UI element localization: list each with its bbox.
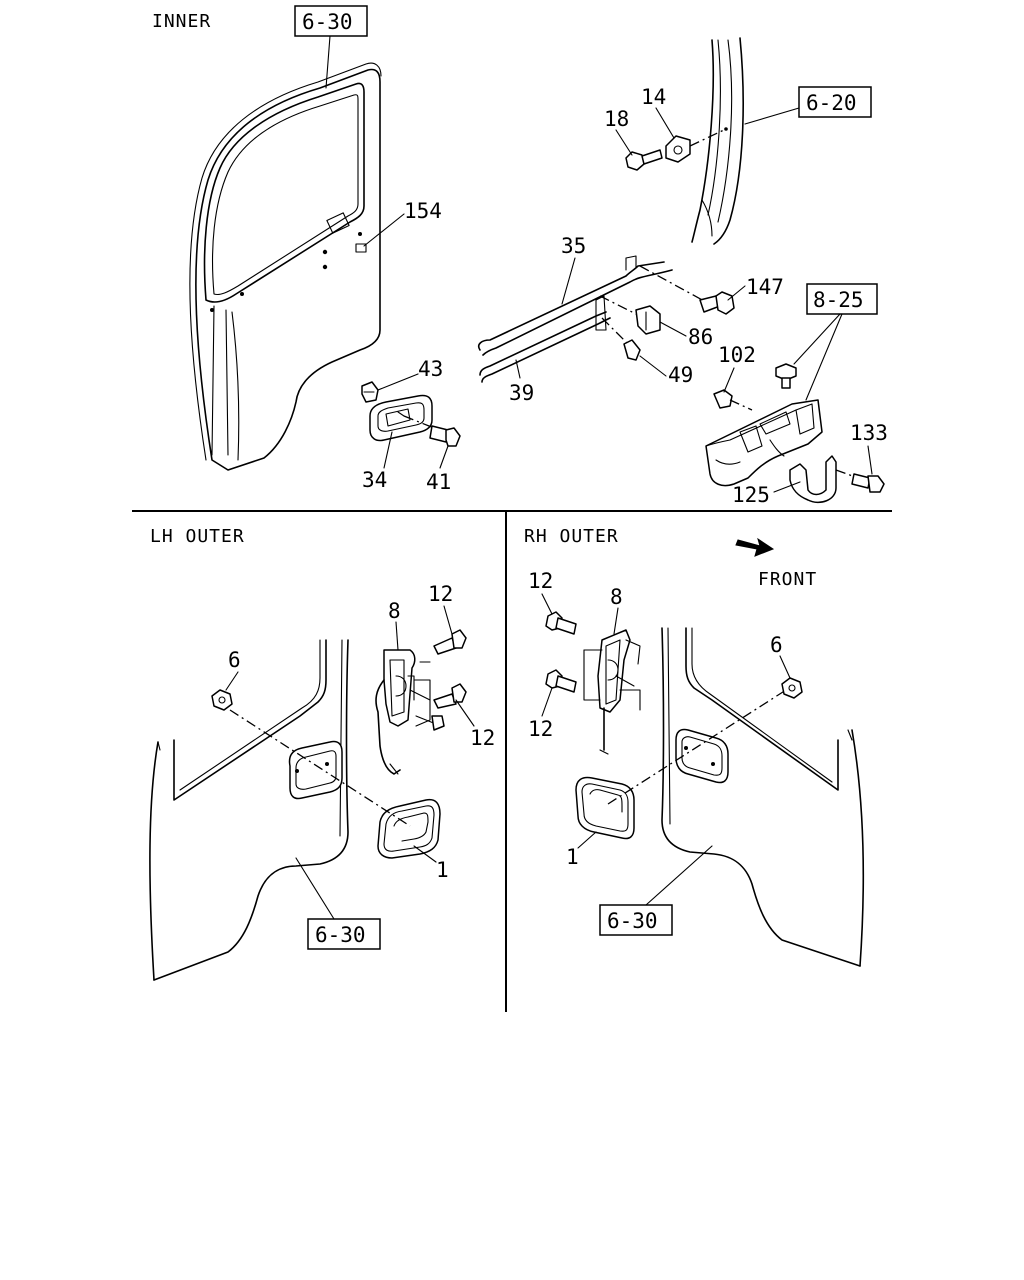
rh-handle-1 [575, 776, 635, 840]
callout-34: 34 [362, 468, 387, 492]
callout-102: 102 [718, 343, 756, 367]
rh-nut-6 [781, 677, 803, 699]
callout-lh-8: 8 [388, 599, 401, 623]
screw-41 [403, 415, 461, 447]
ref-rh-door-text: 6-30 [607, 909, 658, 933]
callout-lh-12-lower: 12 [470, 726, 495, 750]
rh-screw-12-lower [545, 669, 577, 693]
callout-lh-1: 1 [436, 858, 449, 882]
lh-handle-1 [377, 798, 441, 859]
rh-handle-escutcheon [675, 728, 729, 784]
screw-133 [835, 469, 885, 493]
clip-102 [713, 389, 753, 411]
switch-bolt [775, 363, 797, 389]
screw-147 [639, 265, 735, 315]
ref-switch-text: 8-25 [813, 288, 864, 312]
rh-assembly-line [607, 689, 787, 805]
callout-rh-12-upper: 12 [528, 569, 553, 593]
callout-35: 35 [561, 234, 586, 258]
callout-rh-6: 6 [770, 633, 783, 657]
ref-lh-door-text: 6-30 [315, 923, 366, 947]
lh-screw-12-upper [433, 629, 467, 655]
clip-43 [361, 381, 379, 403]
arrow-icon [735, 537, 775, 557]
callout-rh-12-lower: 12 [528, 717, 553, 741]
callout-41: 41 [426, 470, 451, 494]
callout-lh-12-upper: 12 [428, 582, 453, 606]
lh-assembly-line [229, 709, 411, 827]
rod-39 [479, 295, 611, 383]
callout-rh-8: 8 [610, 585, 623, 609]
rh-latch-8 [583, 629, 641, 755]
inner-door-panel [189, 62, 382, 471]
callout-86: 86 [688, 325, 713, 349]
lh-nut-6 [211, 689, 233, 711]
ref-box-pillar: 6-20 [744, 86, 872, 125]
callout-39: 39 [509, 381, 534, 405]
callout-18: 18 [604, 107, 629, 131]
callout-133: 133 [850, 421, 888, 445]
callout-43: 43 [418, 357, 443, 381]
rod-35 [477, 255, 673, 356]
callout-lh-6: 6 [228, 648, 241, 672]
bolt-18 [625, 149, 663, 171]
armrest-switch-panel [705, 399, 823, 487]
striker-14 [665, 128, 727, 163]
ref-box-inner-door: 6-30 [294, 5, 368, 89]
ref-pillar-text: 6-20 [806, 91, 857, 115]
lh-handle-escutcheon [288, 740, 343, 800]
clip-86 [599, 295, 661, 335]
inner-handle-34 [369, 394, 433, 442]
section-lh-outer-label: LH OUTER [150, 526, 245, 547]
lh-door-outer [149, 639, 349, 981]
callout-rh-1: 1 [566, 845, 579, 869]
section-rh-outer-label: RH OUTER [524, 526, 619, 547]
bracket-125 [789, 455, 837, 504]
ref-box-switch: 8-25 [793, 283, 878, 401]
pillar [691, 37, 744, 245]
lh-screw-12-lower [433, 683, 467, 709]
clip-49 [601, 317, 641, 361]
callout-147: 147 [746, 275, 784, 299]
callout-125: 125 [732, 483, 770, 507]
ref-inner-door-text: 6-30 [302, 10, 353, 34]
front-label: FRONT [758, 569, 817, 590]
section-inner-label: INNER [152, 11, 211, 32]
callout-14: 14 [641, 85, 666, 109]
callout-49: 49 [668, 363, 693, 387]
lh-latch-8 [375, 649, 445, 775]
ref-box-lh-door: 6-30 [295, 857, 381, 950]
callout-154: 154 [404, 199, 442, 223]
rh-screw-12-upper [545, 611, 577, 635]
ref-box-rh-door: 6-30 [599, 845, 713, 936]
rh-door-outer [661, 627, 865, 967]
